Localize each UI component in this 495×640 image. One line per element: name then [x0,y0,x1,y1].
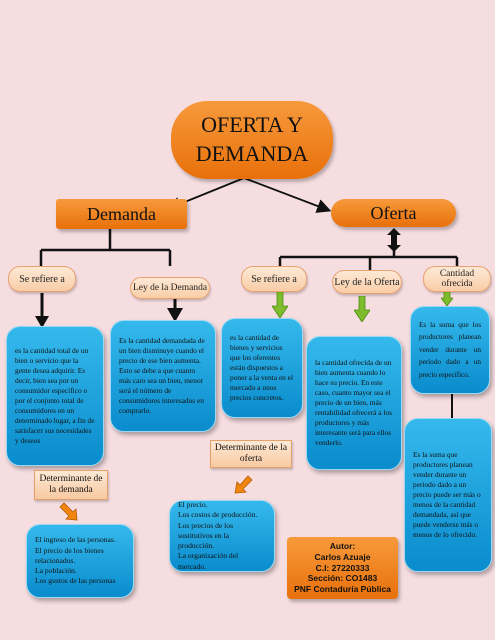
demanda-se-refiere: Se refiere a [8,266,76,292]
orange-arrow-icon [58,501,80,523]
demanda-label: Demanda [87,203,156,224]
determinante-demanda-item: El precio de los bienes relacionados. [35,545,104,565]
oferta-definicion-text: es la cantidad de bienes y servicios que… [230,333,293,402]
determinantes-demanda-box: El ingreso de las personas. El precio de… [26,524,134,598]
determinante-oferta-label: Determinante de la oferta [214,442,288,464]
determinante-demanda-node: Determinante de la demanda [34,470,108,500]
autor-seccion: Sección: CO1483 [307,573,378,584]
orange-arrow-icon [234,474,254,496]
determinante-demanda-item: La población. [35,566,77,576]
oferta-se-refiere: Se refiere a [241,266,307,292]
autor-pnf: PNF Contaduría Pública [294,583,391,594]
ley-demanda-node: Ley de la Demanda [130,277,210,299]
ley-demanda-text: Es la cantidad demandada de un bien dism… [119,336,205,415]
oferta-label: Oferta [370,202,417,223]
determinante-demanda-item: El ingreso de las personas. [35,535,116,545]
autor-ci: C.I: 27220333 [315,562,370,573]
determinante-demanda-label: Determinante de la demanda [39,473,103,495]
cantidad-ofrecida-label: Cantidad ofrecida [439,269,475,289]
ley-oferta-text: la cantidad ofrecida de un bien aumenta … [315,358,392,447]
cantidad-ofrecida-box: Es la suma que los productores planean v… [410,306,490,394]
demanda-se-refiere-label: Se refiere a [19,273,65,285]
ley-oferta-box: la cantidad ofrecida de un bien aumenta … [306,336,402,470]
green-arrow-icon [440,291,454,307]
demanda-definicion-text: es la cantidad total de un bien o servic… [15,346,95,445]
cantidad-ofrecida-node: Cantidad ofrecida [423,266,491,292]
determinante-oferta-item: El precio. [178,500,208,510]
autor-nombre: Carlos Azuaje [314,552,371,563]
cantidad-ofrecida-text-2: Es la suma que productores planean vende… [413,450,481,539]
ley-demanda-label: Ley de la Demanda [132,283,208,293]
determinante-oferta-item: Los costos de producción. [178,510,258,520]
title-node: OFERTA Y DEMANDA [171,101,333,179]
oferta-node: Oferta [331,199,456,227]
determinante-oferta-node: Determinante de la oferta [210,440,292,468]
determinante-oferta-item: La organización del mercado. [178,551,239,571]
determinante-oferta-item: Los precios de los sustitutivos en la pr… [178,520,234,551]
demanda-node: Demanda [56,199,187,229]
ley-oferta-node: Ley de la Oferta [332,270,402,294]
green-arrow-icon [353,295,371,323]
cantidad-ofrecida-box-2: Es la suma que productores planean vende… [404,418,492,572]
oferta-se-refiere-label: Se refiere a [251,273,297,285]
double-arrow-icon [386,228,402,252]
green-arrow-icon [271,291,289,319]
ley-oferta-label: Ley de la Oferta [334,276,400,288]
autor-heading: Autor: [329,541,356,552]
determinantes-oferta-box: El precio. Los costos de producción. Los… [169,500,275,572]
autor-box: Autor: Carlos Azuaje C.I: 27220333 Secci… [287,537,398,599]
determinante-demanda-item: Los gustos de las personas [35,576,116,586]
oferta-definicion-box: es la cantidad de bienes y servicios que… [221,318,303,418]
title-text: OFERTA Y DEMANDA [195,112,309,166]
demanda-definicion-box: es la cantidad total de un bien o servic… [6,326,104,466]
cantidad-ofrecida-text: Es la suma que los productores planean v… [419,320,481,379]
ley-demanda-box: Es la cantidad demandada de un bien dism… [110,320,216,432]
